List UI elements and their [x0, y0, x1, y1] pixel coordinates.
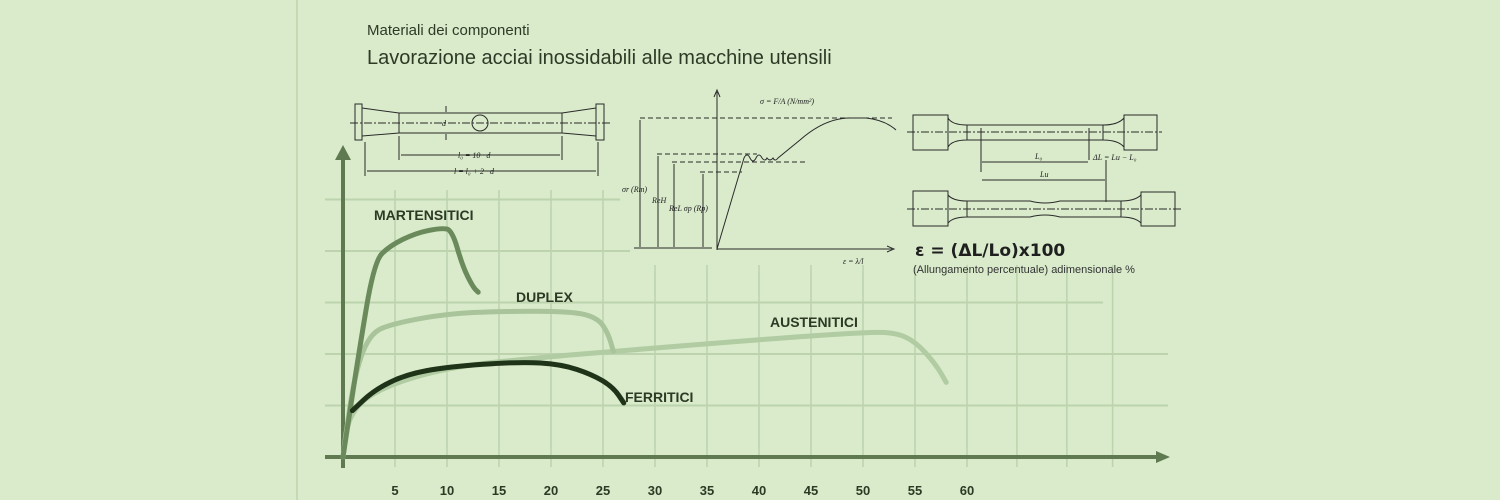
- elongation-diagram: L₀ ΔL = Lu − L₀ Lu ε = (ΔL/Lo)x100 (Allu…: [907, 114, 1182, 276]
- d-label: d: [442, 119, 447, 128]
- series-label-martensitici: MARTENSITICI: [374, 207, 474, 223]
- l0-elongation-label: L₀: [1034, 152, 1042, 161]
- elongation-note: (Allungamento percentuale) adimensionale…: [913, 264, 1135, 276]
- page-subtitle: Materiali dei componenti: [367, 22, 530, 39]
- x-tick-label: 20: [544, 483, 558, 498]
- series-label-ferritici: FERRITICI: [625, 389, 693, 405]
- l0-label: l₀ = 10 · d: [458, 151, 491, 160]
- x-tick-label: 30: [648, 483, 662, 498]
- series-line-martensitici: [340, 226, 481, 460]
- lu-label: Lu: [1039, 170, 1048, 179]
- elongation-formula: ε = (ΔL/Lo)x100: [915, 241, 1065, 261]
- series-line-ferritici: [349, 360, 627, 414]
- x-tick-label: 10: [440, 483, 454, 498]
- round-specimen-diagram: d l₀ = 10 · d l = l₀ + 2 · d: [350, 103, 610, 176]
- cross-section-icon: [471, 114, 489, 132]
- series-label-austenitici: AUSTENITICI: [770, 314, 858, 330]
- reh-label: ReH: [651, 196, 667, 205]
- l-label: l = l₀ + 2 · d: [454, 167, 495, 176]
- x-tick-label: 45: [804, 483, 818, 498]
- yield-diagram: σ = F/A (N/mm²) ε = λ/l σr (Rm) ReH ReL …: [622, 88, 897, 266]
- x-tick-label: 50: [856, 483, 870, 498]
- x-tick-label: 25: [596, 483, 610, 498]
- page-divider: [296, 0, 298, 500]
- rm-label: σr (Rm): [622, 185, 647, 194]
- x-tick-label: 15: [492, 483, 506, 498]
- x-tick-label: 5: [391, 483, 398, 498]
- x-tick-label: 60: [960, 483, 974, 498]
- stress-axis-label: σ = F/A (N/mm²): [760, 97, 814, 106]
- delta-l-label: ΔL = Lu − L₀: [1092, 153, 1137, 162]
- x-tick-label: 55: [908, 483, 922, 498]
- x-tick-label: 40: [752, 483, 766, 498]
- series-label-duplex: DUPLEX: [516, 289, 573, 305]
- y-axis-arrow-icon: [335, 145, 351, 160]
- rel-label: ReL σp (Rp): [668, 204, 708, 213]
- x-axis-arrow-icon: [1156, 451, 1170, 463]
- x-tick-label: 35: [700, 483, 714, 498]
- page-title: Lavorazione acciai inossidabili alle mac…: [367, 47, 832, 69]
- strain-axis-label: ε = λ/l: [843, 257, 864, 266]
